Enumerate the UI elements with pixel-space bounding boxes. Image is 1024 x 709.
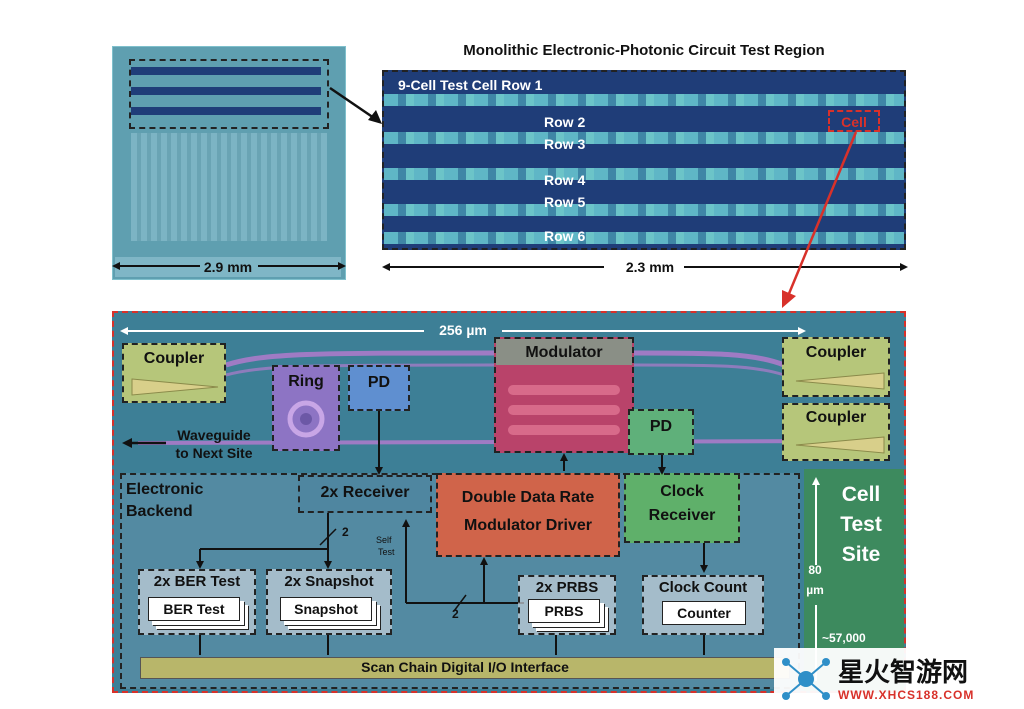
modulator-driver-label-1: Double Data Rate	[461, 489, 595, 506]
die-lower-circuits	[131, 133, 327, 241]
region-dimension-label: 2.3 mm	[625, 259, 675, 275]
receiver-label: 2x Receiver	[320, 484, 410, 501]
modulator-driver	[436, 473, 620, 557]
coupler-taper-icon	[795, 372, 885, 390]
clock-receiver-label-1: Clock	[660, 483, 704, 500]
modulator-arms-icon	[508, 385, 620, 435]
coupler-right-bottom-label: Coupler	[805, 409, 867, 426]
electronic-backend-label-1: Electronic	[126, 481, 204, 498]
die-band	[131, 107, 321, 115]
scan-chain-label: Scan Chain Digital I/O Interface	[361, 659, 569, 675]
region-title: Monolithic Electronic-Photonic Circuit T…	[463, 42, 825, 59]
prbs-inner: PRBS	[528, 599, 600, 623]
die-band	[131, 87, 321, 95]
modulator-driver-label-2: Modulator Driver	[463, 517, 592, 534]
row-label-3: Row 3	[544, 136, 586, 152]
electronic-backend-label-2: Backend	[126, 503, 193, 520]
counter-inner: Counter	[662, 601, 746, 625]
pd-top-label: PD	[367, 374, 391, 391]
snapshot-title: 2x Snapshot	[284, 573, 374, 590]
signal-lines	[196, 411, 708, 655]
die-dimension-bar	[115, 257, 341, 277]
die-photo	[112, 46, 346, 280]
die-test-region-outline	[129, 59, 329, 129]
coupler-right-top-label: Coupler	[805, 344, 867, 361]
side-title-1: Cell	[841, 483, 881, 506]
arrow-left-icon	[122, 438, 166, 448]
coupler-right-bottom	[782, 403, 890, 461]
ber-test-inner: BER Test	[148, 597, 240, 621]
pd-clock-label: PD	[649, 418, 673, 435]
modulator-header	[496, 339, 632, 365]
clock-receiver-label-2: Receiver	[648, 507, 716, 524]
receiver	[298, 475, 432, 513]
photodetector-clock	[628, 409, 694, 455]
snapshot-inner: Snapshot	[280, 597, 372, 621]
prbs-title: 2x PRBS	[535, 579, 599, 596]
row-strip	[384, 168, 904, 180]
modulator-label: Modulator	[525, 344, 603, 361]
waveguide-label-1: Waveguide	[177, 427, 251, 443]
bus-width-label-1: 2	[342, 525, 349, 539]
waveguide-label-2: to Next Site	[175, 445, 253, 461]
side-title-3: Site	[841, 543, 881, 566]
row-strip	[384, 132, 904, 144]
clock-count-title: Clock Count	[658, 579, 748, 596]
ber-test-title: 2x BER Test	[153, 573, 241, 590]
row-label-4: Row 4	[544, 172, 586, 188]
side-title-2: Test	[840, 513, 882, 536]
region-dimension-arrow	[382, 263, 908, 271]
watermark-brand: 星火智游网	[838, 658, 969, 688]
die-band	[131, 67, 321, 75]
test-region-image: 9-Cell Test Cell Row 1 Row 2 Row 3 Row 4…	[382, 70, 906, 250]
zoom-arrow	[329, 86, 382, 124]
cell-zoom-arrow	[782, 131, 858, 308]
self-test-label-1: Self	[376, 535, 392, 545]
self-test-label-2: Test	[378, 547, 395, 557]
ring-label: Ring	[288, 373, 324, 390]
network-logo-icon	[782, 658, 830, 700]
watermark: 星火智游网 WWW.XHCS188.COM	[774, 648, 1024, 709]
bus-width-label-2: 2	[452, 607, 459, 621]
height-unit: µm	[806, 583, 824, 597]
count-label: ~57,000	[822, 631, 866, 645]
die-dimension-label: 2.9 mm	[203, 259, 253, 275]
watermark-url: WWW.XHCS188.COM	[838, 688, 975, 702]
photodetector-top	[348, 365, 410, 411]
coupler-taper-icon	[795, 436, 885, 454]
cell-tag: Cell	[828, 110, 880, 132]
coupler-right-top	[782, 337, 890, 397]
row-label-2: Row 2	[544, 114, 586, 130]
row-label-1: 9-Cell Test Cell Row 1	[398, 77, 543, 93]
ring-icon	[287, 400, 325, 438]
cell-dimension-arrow	[120, 327, 806, 335]
row-strip	[384, 204, 904, 216]
row-strip	[384, 232, 904, 244]
coupler-left	[122, 343, 226, 403]
cell-dimension-label: 256 µm	[439, 322, 487, 338]
ring-resonator	[272, 365, 340, 451]
coupler-left-label: Coupler	[143, 350, 205, 367]
die-dimension-arrow	[112, 262, 346, 270]
clock-receiver	[624, 473, 740, 543]
row-strip	[384, 94, 904, 106]
cell-detail: 256 µm Coupler Coupler Coupler Ring PD	[112, 311, 906, 693]
coupler-taper-icon	[131, 378, 219, 396]
height-value: 80	[808, 563, 822, 577]
row-label-6: Row 6	[544, 228, 586, 244]
row-label-5: Row 5	[544, 194, 586, 210]
